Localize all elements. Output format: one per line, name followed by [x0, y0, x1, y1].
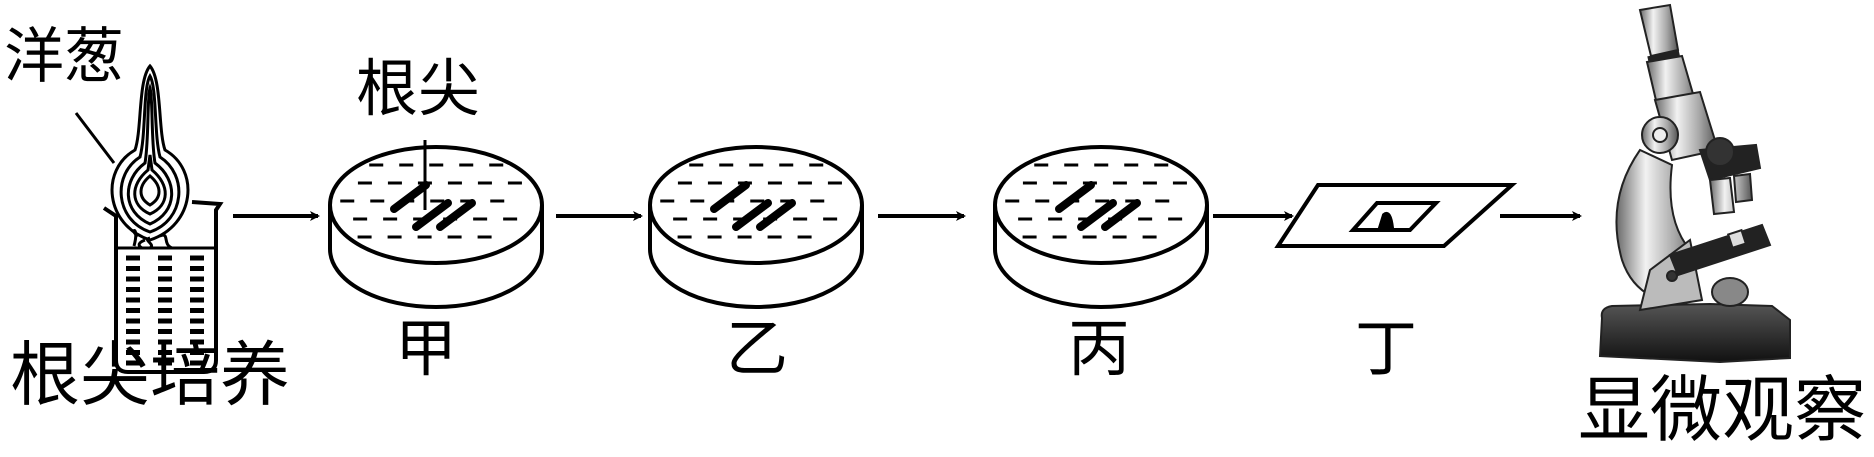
stage — [1668, 223, 1772, 277]
step-ding-label: 丁 — [1355, 312, 1418, 385]
dish-rim — [328, 145, 544, 265]
dish-rim — [648, 145, 864, 265]
root-tip — [1077, 199, 1117, 231]
microscope-base — [1598, 302, 1791, 364]
cover-slip — [1348, 201, 1441, 232]
onion-label: 洋葱 — [4, 22, 124, 92]
petri-dish-bing — [993, 145, 1209, 309]
root-tip — [710, 181, 750, 213]
root-tip — [1055, 181, 1095, 213]
step-jia-label: 甲 — [395, 312, 458, 385]
root-tip — [732, 199, 772, 231]
beaker — [102, 200, 224, 374]
root-tips — [390, 181, 476, 231]
petri-dish-yi — [648, 145, 864, 309]
step-yi-label: 乙 — [726, 312, 789, 385]
onion-leader-line — [74, 112, 116, 164]
root-tips — [710, 181, 796, 231]
onion-bulb — [110, 63, 190, 250]
petri-dish-jia — [328, 145, 544, 309]
specimen — [1377, 211, 1395, 230]
objective-lenses — [1708, 172, 1754, 216]
root-tip — [412, 199, 452, 231]
onion-beaker-illustration — [74, 63, 224, 374]
root-tip — [436, 199, 476, 231]
microscope-slide — [1274, 183, 1518, 248]
step-bing-label: 丙 — [1068, 312, 1131, 385]
petri-dishes — [328, 145, 1209, 309]
dish-rim — [993, 145, 1209, 265]
microscope-observation-label: 显微观察 — [1578, 368, 1867, 452]
root-tip — [1101, 199, 1141, 231]
eyepiece — [1638, 3, 1680, 58]
root-tip — [756, 199, 796, 231]
root-tips — [1055, 181, 1141, 231]
fine-focus-knob — [1666, 270, 1678, 282]
root-tip — [390, 181, 430, 213]
mirror — [1711, 277, 1749, 307]
root-tip-label: 根尖 — [356, 52, 481, 125]
microscope-illustration — [1598, 3, 1791, 364]
root-culture-label: 根尖培养 — [10, 334, 290, 416]
water-dashes — [126, 255, 204, 366]
